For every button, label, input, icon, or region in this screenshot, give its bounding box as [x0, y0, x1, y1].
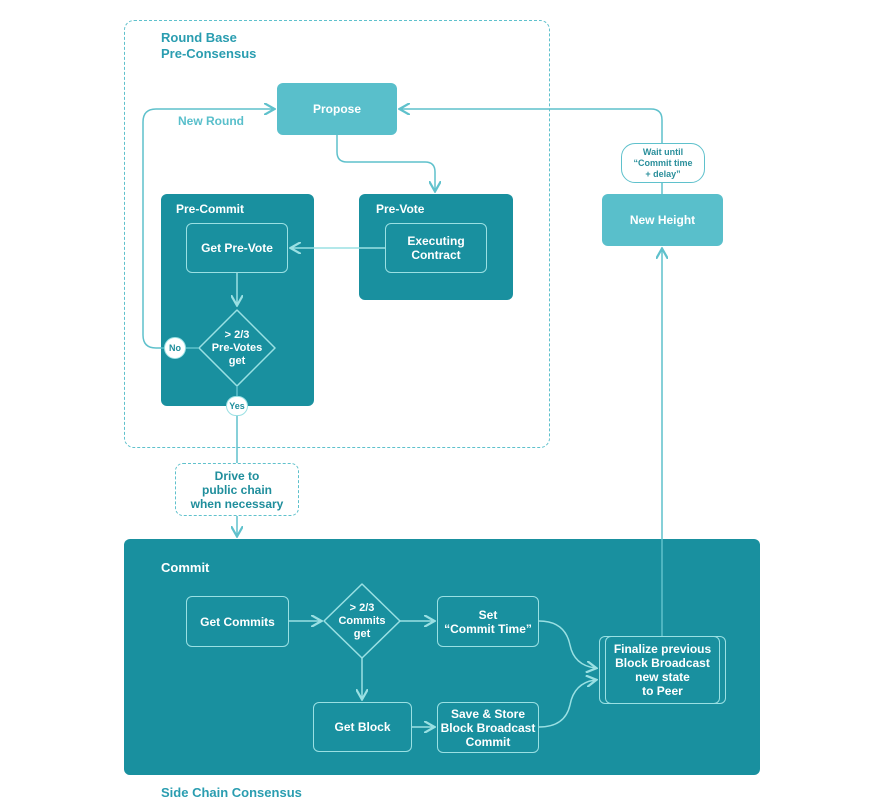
get-pre-vote-node: Get Pre-Vote — [186, 223, 288, 273]
get-block-node: Get Block — [313, 702, 412, 752]
arrow-propose-to-prevote — [336, 135, 435, 190]
arrow-save-to-finalize — [538, 680, 595, 728]
pre-consensus-region — [124, 20, 550, 448]
finalize-node-inner: Finalize previous Block Broadcast new st… — [605, 636, 720, 704]
arrow-newheight-to-propose — [401, 109, 663, 194]
executing-contract-node: Executing Contract — [385, 223, 487, 273]
pre-vote-panel — [359, 194, 513, 300]
drive-to-public-note: Drive to public chain when necessary — [175, 463, 299, 516]
set-commit-time-node: Set “Commit Time” — [437, 596, 539, 647]
arrow-no-loop — [142, 109, 273, 349]
propose-node: Propose — [277, 83, 397, 135]
pre-vote-title: Pre-Vote — [376, 202, 425, 216]
new-round-label: New Round — [178, 114, 244, 128]
get-commits-node: Get Commits — [186, 596, 289, 647]
pre-consensus-title: Round Base Pre-Consensus — [161, 30, 257, 61]
no-badge: No — [164, 337, 186, 359]
arrow-settime-to-finalize — [538, 620, 595, 668]
save-store-node: Save & Store Block Broadcast Commit — [437, 702, 539, 753]
new-height-node: New Height — [602, 194, 723, 246]
side-chain-title: Side Chain Consensus — [161, 785, 302, 800]
commit-panel — [124, 539, 760, 775]
wait-until-pill: Wait until “Commit time + delay” — [621, 143, 705, 183]
pre-votes-diamond-label: > 2/3 Pre-Votes get — [211, 328, 263, 367]
pre-commit-title: Pre-Commit — [176, 202, 245, 216]
commits-diamond-label: > 2/3 Commits get — [338, 601, 386, 640]
commit-title: Commit — [161, 560, 210, 575]
yes-badge: Yes — [226, 396, 248, 416]
